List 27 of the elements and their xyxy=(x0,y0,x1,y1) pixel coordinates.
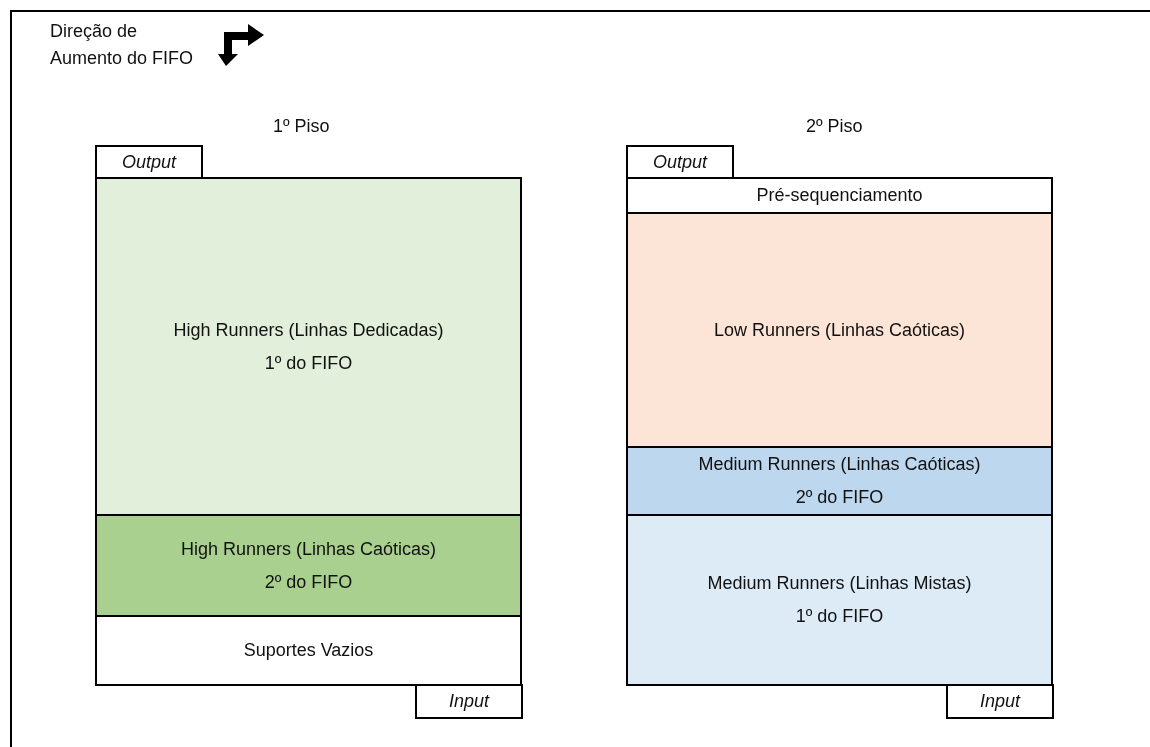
zone-label: 2º do FIFO xyxy=(795,486,884,509)
zone-label: High Runners (Linhas Dedicadas) xyxy=(173,318,444,342)
zone-label: 2º do FIFO xyxy=(264,570,353,594)
storage-zone xyxy=(95,514,522,617)
port-label: Input xyxy=(979,690,1020,713)
zone-label: Pré-sequenciamento xyxy=(756,184,923,207)
zone-label: 1º do FIFO xyxy=(795,605,884,628)
storage-zone xyxy=(626,514,1053,686)
zone-label: 1º do FIFO xyxy=(264,351,353,375)
port-box xyxy=(946,684,1054,719)
direction-note: Direção de Aumento do FIFO xyxy=(50,20,195,70)
port-box xyxy=(415,684,523,719)
floor-heading: 1º Piso xyxy=(273,116,330,137)
port-label: Input xyxy=(448,690,489,713)
port-label: Output xyxy=(652,151,707,174)
storage-zone xyxy=(626,446,1053,516)
storage-zone xyxy=(95,177,522,516)
zone-label: Low Runners (Linhas Caóticas) xyxy=(713,318,966,342)
floor-heading: 2º Piso xyxy=(806,116,863,137)
port-label: Output xyxy=(121,151,176,174)
storage-zone xyxy=(626,212,1053,448)
zone-label: Suportes Vazios xyxy=(243,639,374,662)
zone-label: Medium Runners (Linhas Mistas) xyxy=(707,572,972,595)
storage-zone xyxy=(626,177,1053,214)
zone-label: Medium Runners (Linhas Caóticas) xyxy=(698,453,981,476)
zone-label: High Runners (Linhas Caóticas) xyxy=(180,537,437,561)
storage-zone xyxy=(95,615,522,686)
